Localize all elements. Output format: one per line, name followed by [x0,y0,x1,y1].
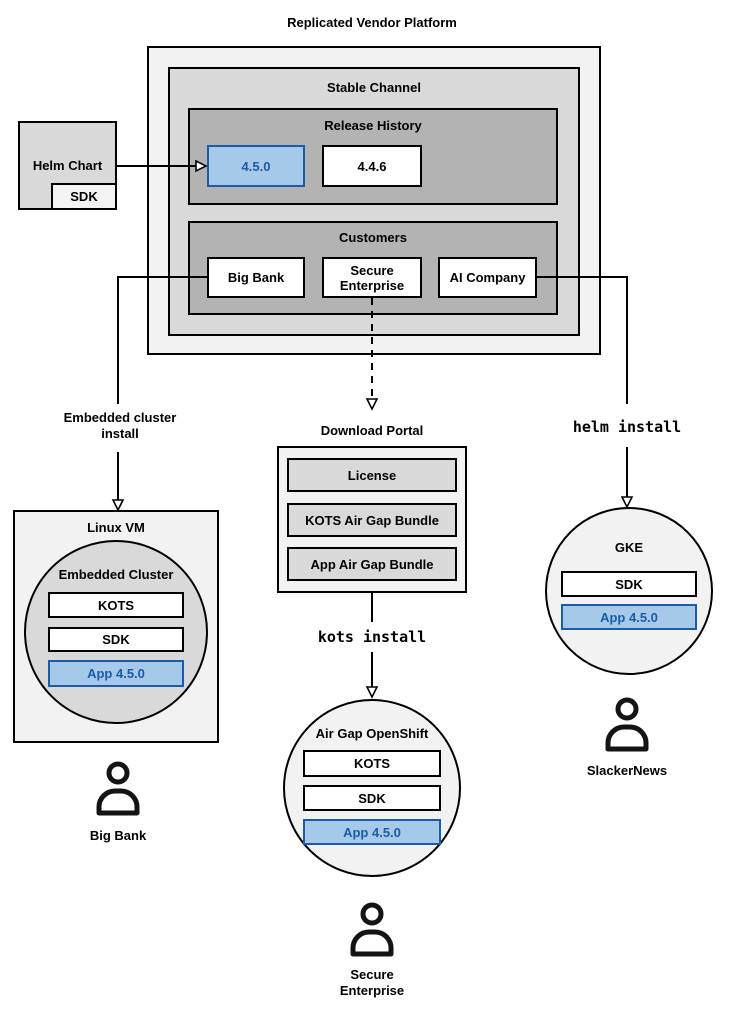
release-history-label: Release History [324,118,422,133]
slackernews-user-icon [605,697,649,752]
linux-vm-sdk-box: SDK [48,627,184,652]
gke-label: GKE [614,540,644,555]
helm-chart-sdk-box: SDK [51,183,117,210]
embedded-cluster-install-label: Embedded cluster install [63,410,177,441]
big-bank-user-icon [96,761,140,816]
release-450-box: 4.5.0 [207,145,305,187]
gke-app-box: App 4.5.0 [561,604,697,630]
linux-vm-label: Linux VM [87,520,145,535]
secure-enterprise-persona-label: Secure Enterprise [339,967,405,998]
arrowhead-openshift [365,686,379,699]
kots-install-label: kots install [317,628,427,646]
diagram-title: Replicated Vendor Platform [287,15,457,30]
portal-license-box: License [287,458,457,492]
big-bank-persona-label: Big Bank [89,828,147,843]
arrowhead-download-portal [365,398,379,411]
customer-ai-company-box: AI Company [438,257,537,298]
portal-app-bundle-box: App Air Gap Bundle [287,547,457,581]
openshift-label: Air Gap OpenShift [315,726,429,741]
openshift-app-box: App 4.5.0 [303,819,441,845]
portal-kots-bundle-box: KOTS Air Gap Bundle [287,503,457,537]
release-446-box: 4.4.6 [322,145,422,187]
download-portal-label: Download Portal [320,423,424,438]
slackernews-persona-label: SlackerNews [586,763,668,778]
stable-channel-label: Stable Channel [327,80,421,95]
secure-enterprise-user-icon [350,902,394,957]
customer-big-bank-box: Big Bank [207,257,305,298]
embedded-cluster-label: Embedded Cluster [58,567,174,582]
linux-vm-app-box: App 4.5.0 [48,660,184,687]
openshift-kots-box: KOTS [303,750,441,777]
arrowhead-linux-vm [111,499,125,512]
openshift-sdk-box: SDK [303,785,441,811]
gke-sdk-box: SDK [561,571,697,597]
arrowhead-gke [620,496,634,509]
customers-label: Customers [339,230,407,245]
helm-chart-label: Helm Chart [32,158,103,173]
customer-secure-enterprise-box: Secure Enterprise [322,257,422,298]
linux-vm-kots-box: KOTS [48,592,184,618]
helm-install-label: helm install [572,418,682,436]
